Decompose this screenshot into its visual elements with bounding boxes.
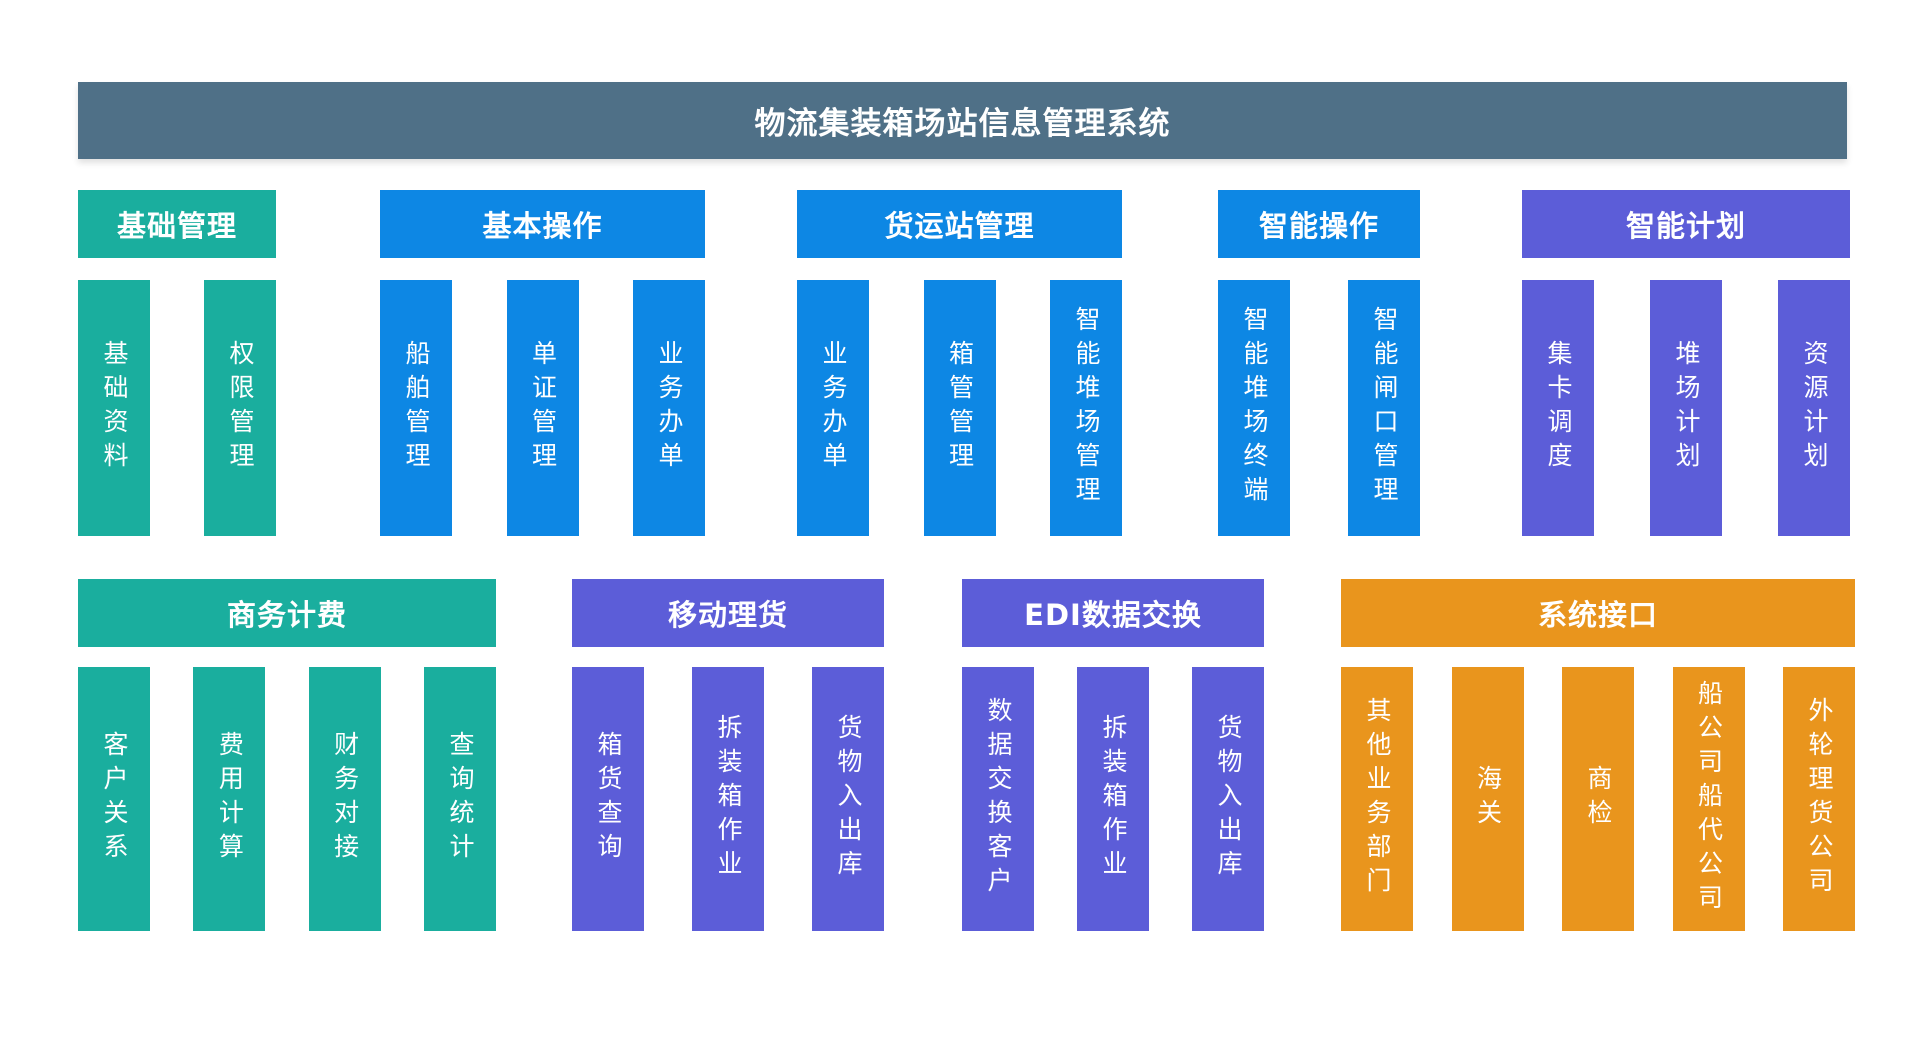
module-item: 业务办单: [797, 280, 869, 536]
module-item: 堆场计划: [1650, 280, 1722, 536]
group-header: 智能计划: [1522, 190, 1850, 258]
group-header: 智能操作: [1218, 190, 1420, 258]
group-basic-management: 基础管理 基础资料 权限管理: [78, 190, 276, 536]
group-header: 基本操作: [380, 190, 705, 258]
module-item: 其他业务部门: [1341, 667, 1413, 931]
system-title-banner: 物流集装箱场站信息管理系统: [78, 82, 1847, 159]
group-header: 移动理货: [572, 579, 884, 647]
module-item: 拆装箱作业: [1077, 667, 1149, 931]
group-header: 基础管理: [78, 190, 276, 258]
group-intelligent-planning: 智能计划 集卡调度 堆场计划 资源计划: [1522, 190, 1850, 536]
group-intelligent-operations: 智能操作 智能堆场终端 智能闸口管理: [1218, 190, 1420, 536]
module-item: 海关: [1451, 667, 1524, 931]
module-item: 外轮理货公司: [1783, 667, 1855, 931]
group-commercial-billing: 商务计费 客户关系 费用计算 财务对接 查询统计: [78, 579, 496, 931]
group-header: 货运站管理: [797, 190, 1122, 258]
module-item: 智能堆场管理: [1050, 280, 1122, 536]
group-header: 系统接口: [1341, 579, 1855, 647]
module-item: 权限管理: [204, 280, 276, 536]
module-item: 资源计划: [1778, 280, 1850, 536]
module-item: 货物入出库: [812, 667, 884, 931]
group-header: EDI数据交换: [962, 579, 1264, 647]
group-basic-operations: 基本操作 船舶管理 单证管理 业务办单: [380, 190, 705, 536]
module-item: 基础资料: [78, 280, 150, 536]
module-item: 商检: [1562, 667, 1634, 931]
module-item: 货物入出库: [1192, 667, 1264, 931]
module-item: 船公司船代公司: [1672, 667, 1745, 931]
group-edi-data-exchange: EDI数据交换 数据交换客户 拆装箱作业 货物入出库: [962, 579, 1264, 931]
module-item: 拆装箱作业: [692, 667, 764, 931]
module-item: 财务对接: [308, 667, 381, 931]
module-item: 箱货查询: [572, 667, 644, 931]
module-item: 客户关系: [78, 667, 150, 931]
module-item: 智能堆场终端: [1218, 280, 1290, 536]
group-header: 商务计费: [78, 579, 496, 647]
module-item: 智能闸口管理: [1348, 280, 1420, 536]
module-item: 数据交换客户: [962, 667, 1034, 931]
module-item: 查询统计: [423, 667, 496, 931]
module-item: 单证管理: [506, 280, 579, 536]
module-item: 箱管管理: [923, 280, 996, 536]
group-system-interfaces: 系统接口 其他业务部门 海关 商检 船公司船代公司 外轮理货公司: [1341, 579, 1855, 931]
system-title: 物流集装箱场站信息管理系统: [754, 106, 1171, 142]
module-item: 费用计算: [193, 667, 266, 931]
group-mobile-tally: 移动理货 箱货查询 拆装箱作业 货物入出库: [572, 579, 884, 931]
module-item: 业务办单: [633, 280, 705, 536]
module-item: 集卡调度: [1522, 280, 1594, 536]
module-item: 船舶管理: [380, 280, 452, 536]
group-freight-station-management: 货运站管理 业务办单 箱管管理 智能堆场管理: [797, 190, 1122, 536]
